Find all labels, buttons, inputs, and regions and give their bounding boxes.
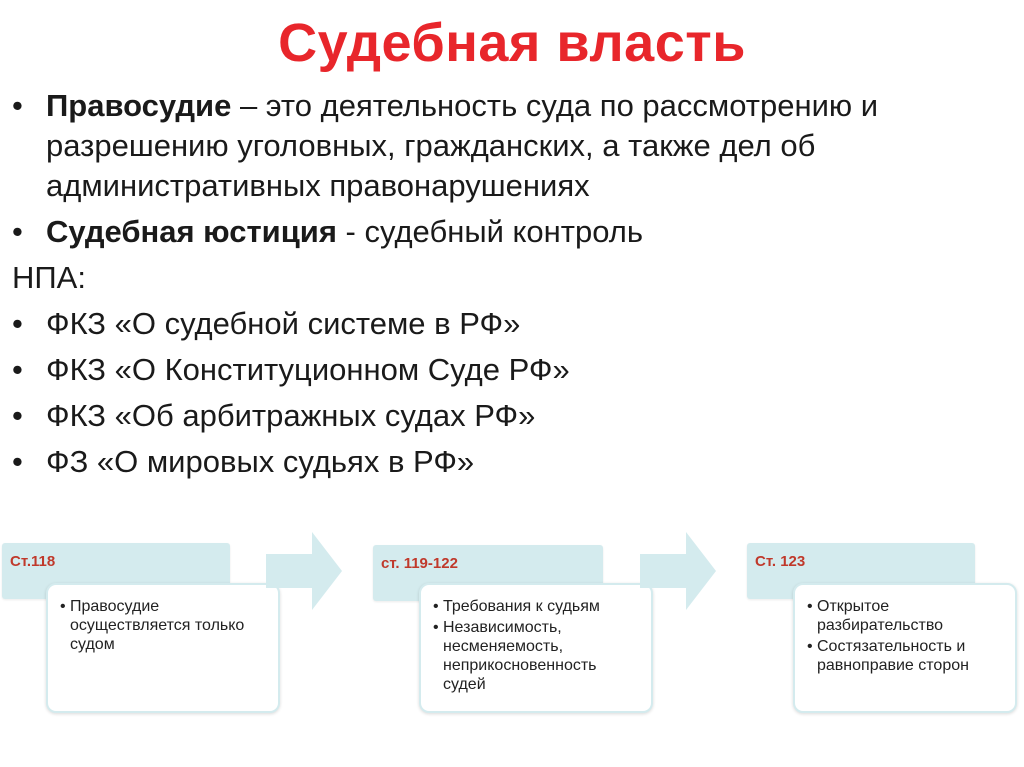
item-marker: • <box>60 598 66 615</box>
flow-item-text: Независимость, несменяемость, неприкосно… <box>443 619 597 693</box>
arrow-right-icon <box>640 532 716 610</box>
bullet-definition: • Правосудие – это деятельность суда по … <box>12 86 1012 206</box>
item-marker: • <box>433 598 439 615</box>
term-pravosudie: Правосудие <box>46 88 232 123</box>
npa-item-text: ФКЗ «О судебной системе в РФ» <box>46 306 521 341</box>
flow-item: •Открытое разбирательство <box>807 597 1005 635</box>
flow-body-st119-122: •Требования к судьям •Независимость, нес… <box>419 583 653 713</box>
term-justice: Судебная юстиция <box>46 214 337 249</box>
flow-item-text: Состязательность и равноправие сторон <box>817 638 969 674</box>
bullet-marker: • <box>12 88 23 123</box>
flow-item-text: Требования к судьям <box>443 598 600 615</box>
bullet-justice: • Судебная юстиция - судебный контроль <box>12 212 1012 252</box>
flow-item: •Правосудие осуществляется только судом <box>60 597 268 654</box>
slide-title: Судебная власть <box>278 13 746 73</box>
arrow-right-icon <box>266 532 342 610</box>
definition-pravosudie: – это деятельность суда по рассмотрению … <box>46 88 879 203</box>
npa-item: • ФКЗ «О судебной системе в РФ» <box>12 304 1012 344</box>
npa-item-text: ФКЗ «Об арбитражных судах РФ» <box>46 398 536 433</box>
bullet-marker: • <box>12 352 23 387</box>
slide-content: • Правосудие – это деятельность суда по … <box>12 86 1012 488</box>
npa-item: • ФЗ «О мировых судьях в РФ» <box>12 442 1012 482</box>
bullet-marker: • <box>12 398 23 433</box>
bullet-marker: • <box>12 214 23 249</box>
flow-item: •Требования к судьям <box>433 597 641 616</box>
npa-item: • ФКЗ «Об арбитражных судах РФ» <box>12 396 1012 436</box>
flow-item-text: Открытое разбирательство <box>817 598 944 634</box>
bullet-marker: • <box>12 306 23 341</box>
npa-item: • ФКЗ «О Конституционном Суде РФ» <box>12 350 1012 390</box>
npa-item-text: ФЗ «О мировых судьях в РФ» <box>46 444 475 479</box>
bullet-marker: • <box>12 444 23 479</box>
item-marker: • <box>807 598 813 615</box>
item-marker: • <box>807 638 813 655</box>
item-marker: • <box>433 619 439 636</box>
definition-justice: - судебный контроль <box>336 214 644 249</box>
flow-item: •Независимость, несменяемость, неприкосн… <box>433 618 641 694</box>
flow-item: •Состязательность и равноправие сторон <box>807 637 1005 675</box>
npa-label: НПА: <box>12 260 86 295</box>
npa-item-text: ФКЗ «О Конституционном Суде РФ» <box>46 352 570 387</box>
flow-item-text: Правосудие осуществляется только судом <box>70 598 245 653</box>
flow-body-st123: •Открытое разбирательство •Состязательно… <box>793 583 1017 713</box>
flow-body-st118: •Правосудие осуществляется только судом <box>46 583 280 713</box>
